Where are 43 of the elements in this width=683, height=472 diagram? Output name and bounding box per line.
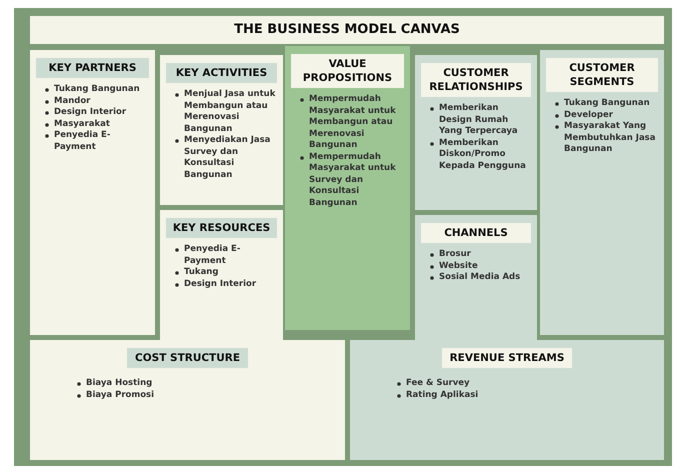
section-heading: CUSTOMER RELATIONSHIPS <box>421 63 531 97</box>
section-heading: CUSTOMER SEGMENTS <box>546 58 658 92</box>
canvas-block <box>350 340 664 460</box>
list-item: Penyedia E-Payment <box>184 244 240 266</box>
list-item: Memberikan Diskon/Promo Kepada Pengguna <box>439 138 526 170</box>
section-heading: COST STRUCTURE <box>127 348 248 368</box>
list-item: Fee & Survey <box>406 378 470 388</box>
list-item: Sosial Media Ads <box>439 272 520 282</box>
section-heading: CHANNELS <box>421 223 531 243</box>
canvas-block <box>285 46 410 330</box>
canvas-block <box>160 55 283 205</box>
list-item: Developer <box>564 110 613 120</box>
list-item: Biaya Promosi <box>86 390 154 400</box>
list-item: Website <box>439 260 478 270</box>
list-item: Menyediakan Jasa Survey dan Konsultasi Bangunan <box>184 135 270 180</box>
canvas-block <box>540 50 664 335</box>
list-item: Mempermudah Masyarakat untuk Survey dan Konsultasi Bangunan <box>309 152 396 208</box>
list-item: Penyedia E-Payment <box>54 130 110 152</box>
list-item: Mempermudah Masyarakat untuk Membangun atau Merenovasi Bangunan <box>309 94 396 150</box>
canvas-block <box>160 210 283 340</box>
list-item: Tukang Bangunan <box>564 98 650 108</box>
list-item: Brosur <box>439 249 471 259</box>
canvas-block <box>30 340 345 460</box>
section-heading: KEY PARTNERS <box>36 58 149 78</box>
list-item: Tukang <box>184 267 218 277</box>
list-item: Masyarakat <box>54 118 110 128</box>
canvas-block <box>415 55 537 210</box>
list-item: Design Interior <box>184 278 256 288</box>
list-item: Menjual Jasa untuk Membangun atau Merenovasi Bangunan <box>184 89 276 134</box>
list-item: Masyarakat Yang Membutuhkan Jasa Bangunan <box>564 121 656 154</box>
section-heading: KEY RESOURCES <box>166 218 277 238</box>
list-item: Tukang Bangunan <box>54 84 140 94</box>
section-heading: KEY ACTIVITIES <box>166 63 277 83</box>
list-item: Design Interior <box>54 107 126 117</box>
section-heading: VALUE PROPOSITIONS <box>291 54 404 88</box>
list-item: Mandor <box>54 96 90 106</box>
canvas-block <box>415 215 537 340</box>
list-item: Memberikan Design Rumah Yang Terpercaya <box>439 103 518 136</box>
title: THE BUSINESS MODEL CANVAS <box>30 16 664 44</box>
canvas-block <box>30 50 155 335</box>
section-heading: REVENUE STREAMS <box>442 348 572 368</box>
list-item: Biaya Hosting <box>86 378 152 388</box>
list-item: Rating Aplikasi <box>406 390 478 400</box>
